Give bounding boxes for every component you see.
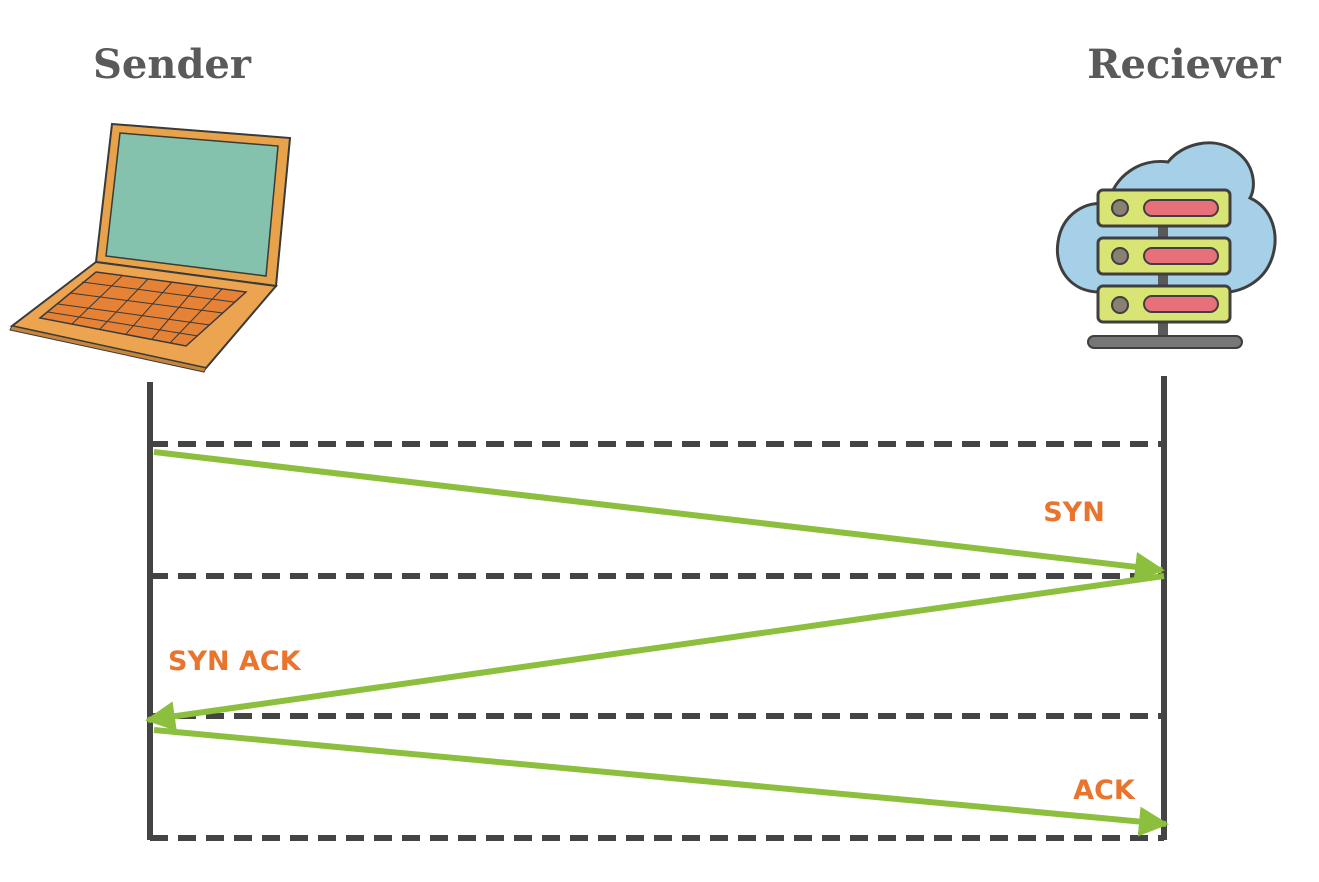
syn-ack-label: SYN ACK — [168, 646, 302, 677]
syn-arrow — [153, 449, 1165, 582]
cloud-server-icon — [1055, 141, 1277, 349]
ack-label: ACK — [1073, 775, 1136, 806]
ack-arrow — [153, 727, 1169, 837]
syn-label: SYN — [1043, 497, 1105, 528]
receiver-title: Reciever — [1087, 41, 1281, 88]
laptop-icon — [9, 122, 292, 373]
sender-title: Sender — [93, 41, 252, 88]
syn-ack-arrow — [145, 573, 1165, 732]
